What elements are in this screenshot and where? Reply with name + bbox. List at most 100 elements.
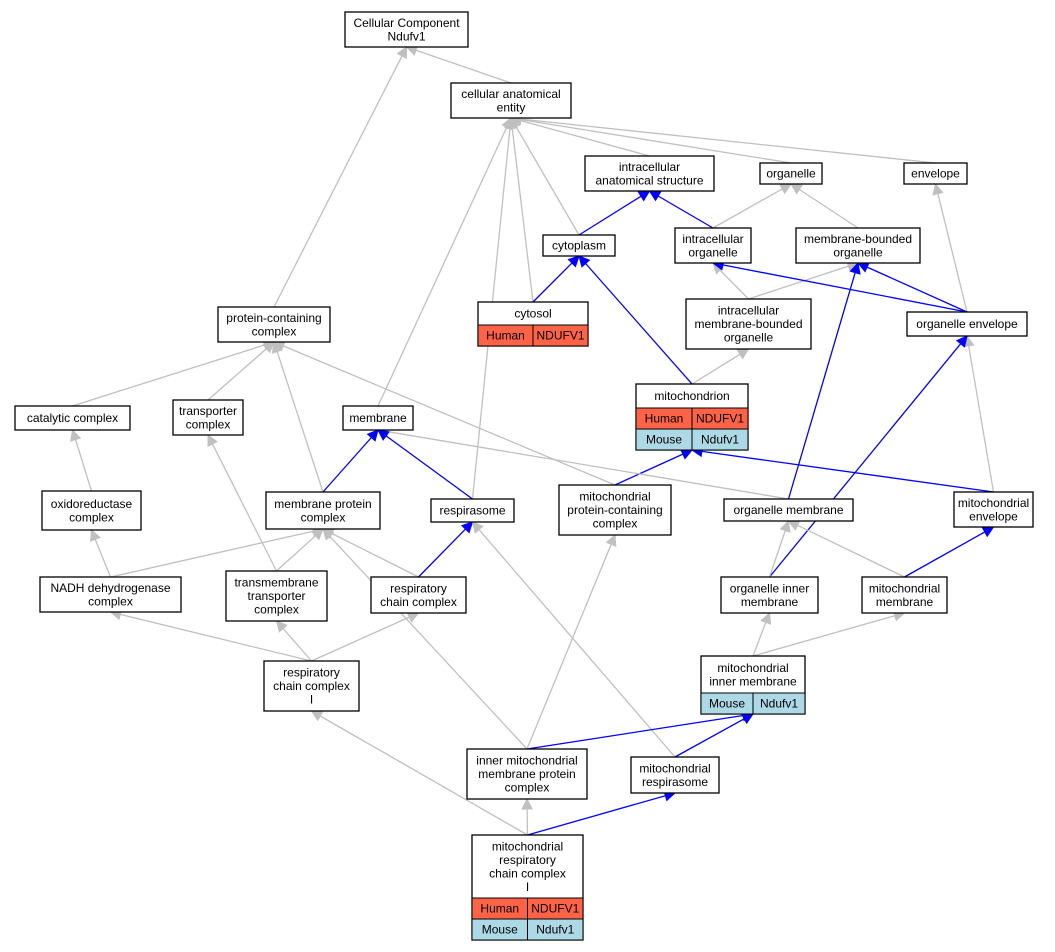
node-label-line: organelle: [688, 245, 738, 259]
node-box: [466, 748, 588, 800]
node-label-line: protein-containing: [567, 503, 662, 517]
node-cat[interactable]: catalytic complex: [14, 405, 131, 431]
node-box: [39, 576, 182, 613]
edge-mm-to-menv: [904, 531, 986, 578]
node-organelle[interactable]: organelle: [759, 162, 823, 185]
arrowhead-icon: [779, 519, 791, 533]
arrowhead-icon: [366, 429, 379, 442]
edge-tc-to-pcc: [207, 348, 267, 401]
node-om[interactable]: organelle membrane: [723, 498, 854, 522]
edge-menv-to-mito: [701, 450, 994, 493]
edge-mpc-to-memb: [322, 437, 372, 493]
edge-mito-to-imbo: [691, 353, 741, 385]
node-label-line: cellular anatomical: [461, 87, 560, 101]
species-label: Human: [480, 902, 519, 916]
node-label-line: chain complex: [489, 866, 566, 880]
node-label-line: complex: [88, 594, 133, 608]
node-box: [14, 405, 131, 431]
node-label-line: complex: [593, 517, 638, 531]
node-label-line: envelope: [969, 509, 1018, 523]
arrowhead-icon: [637, 190, 651, 202]
arrowhead-icon: [504, 116, 516, 130]
arrowhead-icon: [578, 255, 591, 268]
node-label-line: complex: [301, 510, 346, 524]
edge-oim-to-oe: [768, 343, 962, 578]
arrowhead-icon: [70, 428, 82, 442]
edge-rcc1-to-nadh: [120, 613, 312, 662]
node-label-line: entity: [497, 100, 526, 114]
edge-imbo-to-mbo: [748, 265, 849, 300]
node-label-line: oxidoreductase: [51, 497, 133, 511]
node-label-line: catalytic complex: [27, 411, 118, 425]
arrowhead-icon: [787, 520, 801, 531]
node-resp[interactable]: respirasome: [430, 498, 515, 523]
node-box: [685, 298, 812, 350]
node-label-line: respirasome: [642, 775, 708, 789]
arrowhead-icon: [932, 182, 944, 196]
node-label-line: mitochondrion: [654, 389, 729, 403]
node-label-line: intracellular: [718, 304, 779, 318]
node-cytoplasm[interactable]: cytoplasm: [542, 234, 616, 257]
node-memb[interactable]: membrane: [342, 405, 414, 431]
edge-rcc1-to-rcc: [311, 616, 410, 662]
edge-impc-to-mim: [526, 714, 744, 750]
node-box: [342, 405, 414, 431]
edge-nadh-to-oxc: [94, 539, 112, 578]
node-label-line: mitochondrial: [639, 761, 710, 775]
node-label-line: membrane-bounded: [804, 232, 912, 246]
species-label: Mouse: [646, 433, 682, 447]
arrowhead-icon: [377, 429, 390, 441]
node-label-line: I: [526, 880, 529, 894]
edge-mim-to-mm: [752, 615, 896, 657]
edge-memb-to-cae: [377, 126, 508, 407]
edge-cytoplasm-to-cae: [515, 126, 580, 236]
arrowhead-icon: [567, 255, 580, 268]
node-box: [903, 162, 968, 185]
node-label-line: mitochondrial: [958, 496, 1029, 510]
node-label-line: complex: [505, 781, 550, 795]
arrowhead-icon: [311, 528, 324, 541]
node-box: [795, 227, 921, 264]
edge-ias-to-cae: [520, 119, 650, 157]
node-envelope[interactable]: envelope: [903, 162, 968, 185]
node-oe[interactable]: organelle envelope: [906, 311, 1028, 337]
gene-symbol: NDUFV1: [531, 902, 579, 916]
node-box: [723, 498, 854, 522]
node-box: [674, 227, 752, 264]
edge-mresp-to-resp: [478, 529, 676, 758]
node-label-line: membrane protein: [478, 767, 575, 781]
edge-organelle-to-cae: [520, 118, 792, 164]
node-label-line: membrane-bounded: [694, 317, 802, 331]
node-box: [906, 311, 1028, 337]
edge-cae-to-cc: [415, 49, 512, 84]
gene-cell: [532, 324, 589, 347]
node-box: [344, 11, 469, 48]
node-box: [263, 660, 360, 712]
